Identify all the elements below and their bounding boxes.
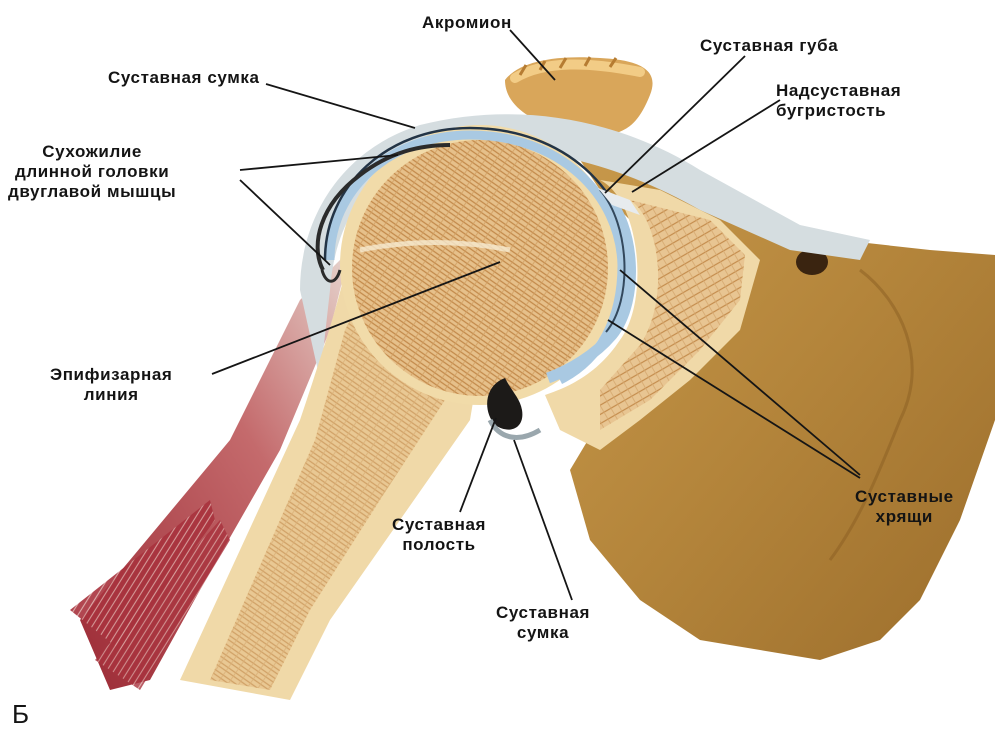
label-epiphyseal-line: Эпифизарная линия: [50, 365, 172, 405]
label-cartilage: Суставные хрящи: [855, 487, 954, 527]
label-capsule-top: Суставная сумка: [108, 68, 260, 88]
label-labrum: Суставная губа: [700, 36, 838, 56]
label-capsule-bottom: Суставная сумка: [496, 603, 590, 643]
label-cavity: Суставная полость: [392, 515, 486, 555]
label-biceps-tendon: Сухожилие длинной головки двуглавой мышц…: [8, 142, 176, 202]
label-supraglenoid: Надсуставная бугристость: [776, 81, 901, 121]
label-acromion: Акромион: [422, 13, 512, 33]
